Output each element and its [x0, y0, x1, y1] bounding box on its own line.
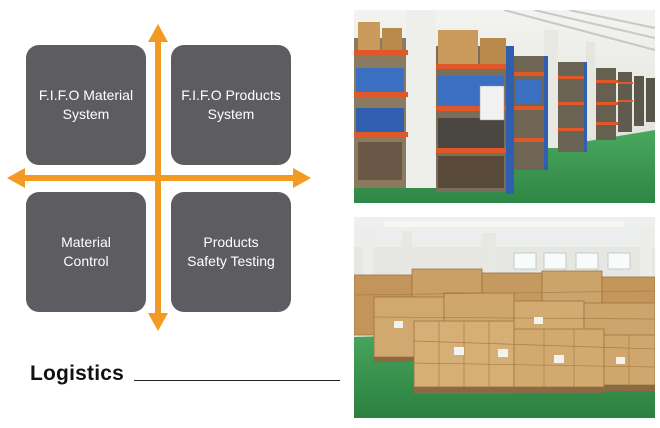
arrow-right-icon	[293, 168, 311, 188]
quadrant-label: Products Safety Testing	[187, 234, 275, 269]
quadrant-fifo-material-system: F.I.F.O Material System	[26, 45, 146, 165]
quadrant-products-safety-testing: Products Safety Testing	[171, 192, 291, 312]
quadrant-label: F.I.F.O Material System	[38, 87, 134, 122]
arrow-left-icon	[7, 168, 25, 188]
quadrant-label: F.I.F.O Products System	[181, 87, 281, 122]
arrow-up-icon	[148, 24, 168, 42]
warehouse-racks-photo	[354, 10, 655, 203]
quadrant-fifo-products-system: F.I.F.O Products System	[171, 45, 291, 165]
warehouse-cartons-photo	[354, 217, 655, 418]
quadrant-axes	[7, 24, 311, 331]
quadrant-label: Material Control	[61, 234, 111, 269]
page-title: Logistics	[30, 362, 124, 385]
arrow-down-icon	[148, 313, 168, 331]
title-underline	[134, 380, 340, 381]
quadrant-material-control: Material Control	[26, 192, 146, 312]
